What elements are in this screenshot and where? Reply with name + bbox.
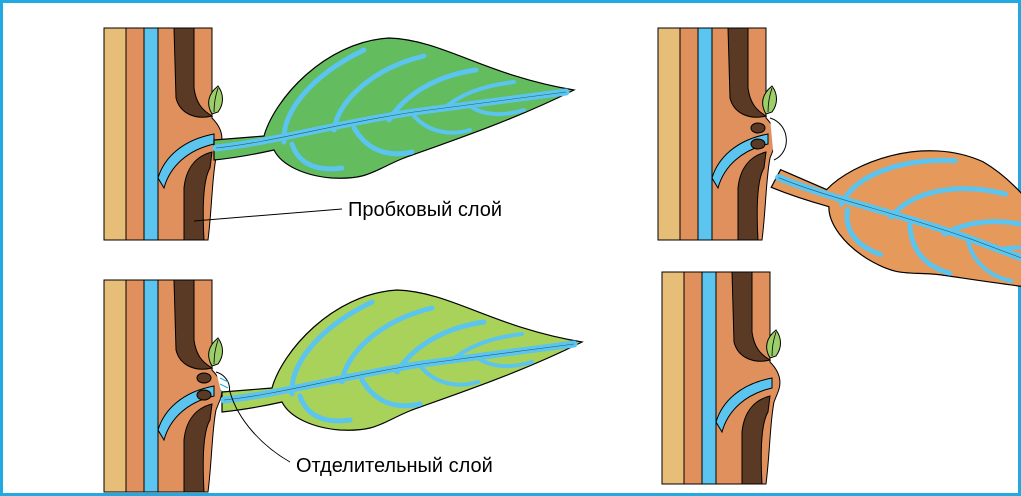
panel-leaf-scar [662, 272, 781, 484]
panel-separation-forming [104, 280, 230, 492]
stem-section [104, 280, 223, 492]
green-leaf [214, 38, 574, 178]
panel-attached-leaf [104, 28, 223, 240]
stem-section [662, 272, 781, 484]
light-green-leaf [222, 290, 582, 430]
stem-section [104, 28, 223, 240]
cork-layer-label: Пробковый слой [348, 198, 502, 222]
cork-label-pointer [194, 209, 342, 221]
panel-leaf-detaching [658, 28, 786, 240]
autumn-leaf [763, 80, 1021, 373]
stem-section [658, 28, 777, 240]
separation-layer-label: Отделительный слой [296, 454, 493, 478]
